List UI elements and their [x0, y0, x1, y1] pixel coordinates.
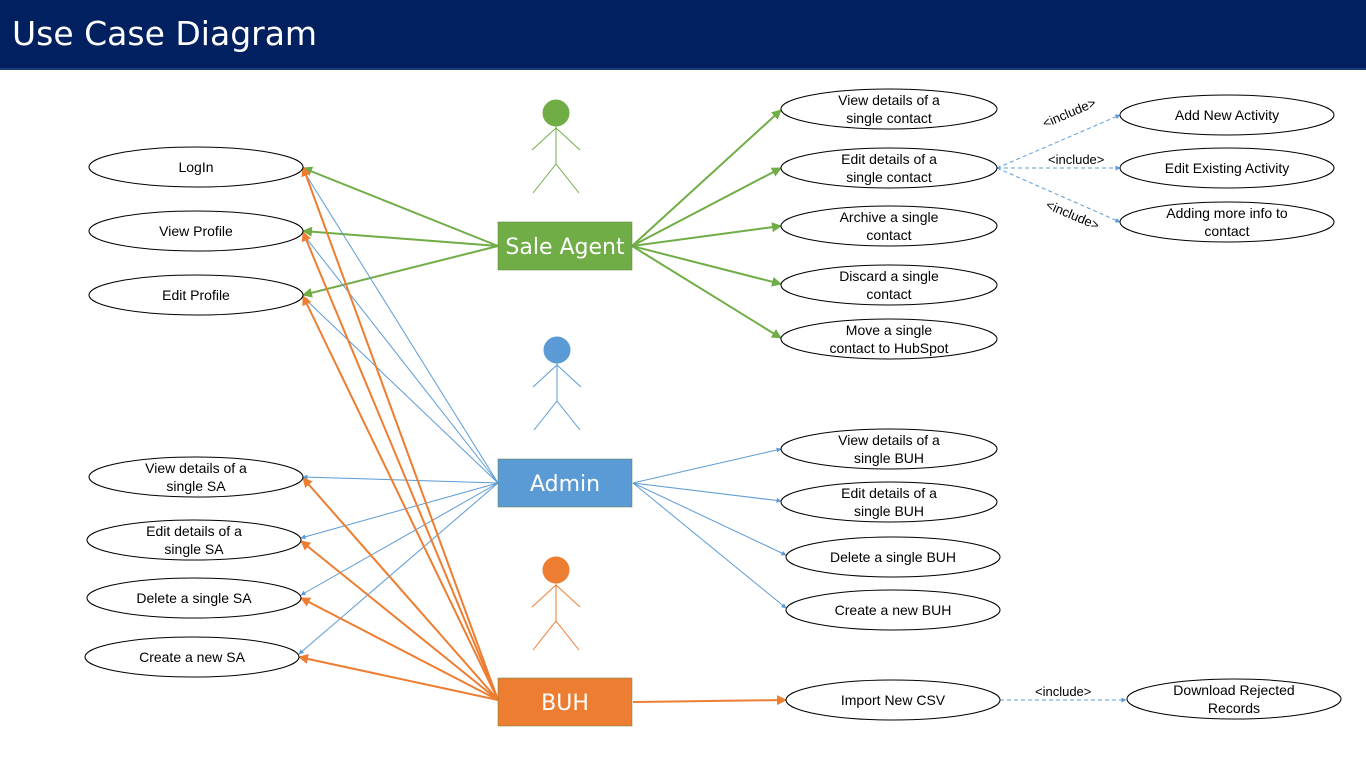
actor-label: Sale Agent: [505, 235, 625, 260]
use-case-label: Edit Profile: [162, 287, 230, 303]
edge-sa-view_contact: [631, 109, 782, 247]
use-case-label: Create a new BUH: [835, 602, 952, 618]
use-case-label: Adding more info to: [1166, 205, 1288, 221]
actor-figure-admin: [532, 336, 582, 431]
use-case-label: Edit Existing Activity: [1165, 160, 1290, 176]
use-case-label: Archive a single: [840, 209, 939, 225]
use-case-label: View Profile: [159, 223, 233, 239]
edge-buh-view_sa: [302, 477, 499, 701]
edge-buh-import_csv: [632, 695, 787, 706]
include-edge-add_info: [996, 167, 1121, 223]
use-case-archive-contact[interactable]: Archive a single contact: [780, 205, 998, 247]
use-case-delete-sa[interactable]: Delete a single SA: [86, 577, 302, 619]
edge-admin-create_sa: [298, 482, 499, 655]
edge-admin-edit_sa: [300, 482, 499, 540]
use-case-create-buh[interactable]: Create a new BUH: [785, 589, 1001, 631]
edge-admin-view_buh: [632, 447, 782, 484]
use-case-move-contact[interactable]: Move a single contact to HubSpot: [780, 318, 998, 360]
use-case-label: Edit details of a: [841, 151, 937, 167]
include-edge-add_activity: [996, 114, 1121, 169]
use-case-label: Discard a single: [839, 268, 939, 284]
edge-sa-archive_contact: [631, 222, 782, 247]
use-case-import-csv[interactable]: Import New CSV: [785, 679, 1001, 721]
edge-sa-edit_contact: [631, 167, 782, 247]
edge-admin-view_profile: [302, 233, 499, 484]
use-case-label: contact: [866, 286, 911, 302]
edge-admin-edit_buh: [632, 482, 782, 503]
edge-sa-login: [302, 166, 499, 247]
use-case-label: Delete a single BUH: [830, 549, 956, 565]
use-case-label: single contact: [846, 169, 932, 185]
include-label: <include>: [1048, 152, 1104, 167]
use-case-label: single BUH: [854, 450, 924, 466]
use-case-label: single SA: [166, 478, 226, 494]
edge-sa-move_contact: [631, 245, 782, 339]
edge-sa-edit_profile: [302, 245, 499, 298]
page-title: Use Case Diagram: [12, 14, 318, 53]
actor-figure-sale-agent: [531, 99, 581, 194]
include-label: <include>: [1040, 95, 1098, 131]
edge-buh-delete_sa: [300, 597, 499, 701]
use-case-login[interactable]: LogIn: [88, 146, 304, 188]
include-label: <include>: [1035, 684, 1091, 699]
edge-buh-edit_sa: [300, 540, 499, 701]
use-case-label: View details of a: [145, 460, 247, 476]
edge-buh-create_sa: [298, 654, 499, 701]
use-case-edit-buh[interactable]: Edit details of a single BUH: [780, 481, 998, 523]
use-case-label: Move a single: [846, 322, 933, 338]
use-case-label: contact: [866, 227, 911, 243]
use-case-edit-contact[interactable]: Edit details of a single contact: [780, 147, 998, 189]
use-case-view-buh[interactable]: View details of a single BUH: [780, 428, 998, 470]
use-case-label: single contact: [846, 110, 932, 126]
edge-admin-delete_sa: [300, 482, 499, 596]
edge-buh-login: [301, 166, 499, 701]
actor-label: Admin: [530, 472, 600, 497]
edge-sa-view_profile: [302, 226, 499, 247]
use-case-label: Edit details of a: [146, 523, 242, 539]
use-case-edit-profile[interactable]: Edit Profile: [88, 274, 304, 316]
edge-buh-view_profile: [301, 231, 499, 701]
edge-sa-discard_contact: [631, 245, 782, 287]
include-label: <include>: [1044, 197, 1102, 233]
use-case-label: Create a new SA: [139, 649, 245, 665]
use-case-label: Download Rejected: [1173, 682, 1294, 698]
actor-admin[interactable]: Admin: [497, 458, 633, 508]
use-case-label: contact: [1204, 223, 1249, 239]
use-case-view-profile[interactable]: View Profile: [88, 210, 304, 252]
use-case-create-sa[interactable]: Create a new SA: [84, 636, 300, 678]
actor-label: BUH: [541, 691, 589, 716]
use-case-add-info[interactable]: Adding more info to contact: [1119, 201, 1335, 243]
use-case-delete-buh[interactable]: Delete a single BUH: [785, 536, 1001, 578]
edge-admin-view_sa: [302, 474, 499, 484]
edge-admin-login: [302, 169, 499, 484]
use-case-label: contact to HubSpot: [829, 340, 948, 356]
use-case-label: View details of a: [838, 92, 940, 108]
title-bar: Use Case Diagram: [0, 0, 1366, 70]
use-case-label: Records: [1208, 700, 1260, 716]
edge-admin-delete_buh: [632, 482, 787, 556]
use-case-add-activity[interactable]: Add New Activity: [1119, 94, 1335, 136]
edge-buh-edit_profile: [302, 295, 499, 701]
use-case-label: single SA: [164, 541, 224, 557]
use-case-view-contact[interactable]: View details of a single contact: [780, 88, 998, 130]
use-case-label: LogIn: [178, 159, 213, 175]
use-case-label: Edit details of a: [841, 485, 937, 501]
edge-admin-edit_profile: [302, 296, 499, 484]
use-case-label: Add New Activity: [1175, 107, 1279, 123]
use-case-edit-sa[interactable]: Edit details of a single SA: [86, 519, 302, 561]
use-case-label: Import New CSV: [841, 692, 946, 708]
use-case-edit-activity[interactable]: Edit Existing Activity: [1119, 147, 1335, 189]
use-case-label: single BUH: [854, 503, 924, 519]
actor-sale-agent[interactable]: Sale Agent: [497, 221, 633, 271]
use-case-discard-contact[interactable]: Discard a single contact: [780, 264, 998, 306]
use-case-view-sa[interactable]: View details of a single SA: [88, 456, 304, 498]
use-case-label: View details of a: [838, 432, 940, 448]
actor-buh[interactable]: BUH: [497, 677, 633, 727]
use-case-label: Delete a single SA: [136, 590, 252, 606]
actor-figure-buh: [531, 556, 581, 651]
edge-admin-create_buh: [632, 482, 787, 609]
